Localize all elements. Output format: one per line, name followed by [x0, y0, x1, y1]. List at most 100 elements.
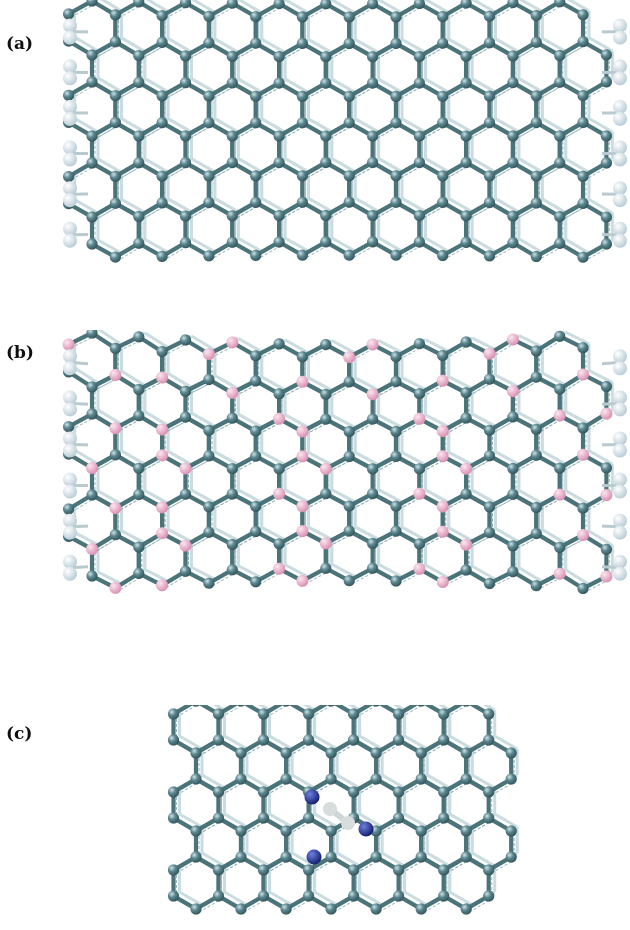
hydrogen-atom: [63, 431, 77, 446]
carbon-atom: [460, 747, 472, 759]
carbon-atom: [390, 450, 402, 462]
carbon-atom: [156, 250, 168, 262]
atoms: [62, 330, 613, 595]
carbon-atom: [370, 851, 382, 863]
carbon-atom: [325, 851, 337, 863]
carbon-atom: [203, 501, 215, 513]
carbon-atom: [530, 371, 542, 383]
carbon-atom: [393, 734, 405, 746]
dopant-atom: [319, 537, 332, 550]
carbon-atom: [203, 450, 215, 462]
carbon-atom: [190, 825, 202, 837]
carbon-atom: [530, 345, 542, 357]
carbon-atom: [460, 564, 472, 576]
carbon-atom: [483, 526, 496, 539]
carbon-atom: [273, 538, 285, 550]
carbon-atom: [530, 250, 542, 263]
dopant-atom: [86, 462, 98, 474]
carbon-atom: [530, 501, 542, 514]
carbon-atom: [250, 37, 262, 49]
dopant-atom: [436, 450, 449, 463]
dopant-atom: [506, 385, 519, 398]
carbon-atom: [190, 903, 202, 915]
hydrogen-atom: [63, 472, 77, 487]
hydrogen-atom: [63, 361, 77, 376]
carbon-atom: [483, 786, 495, 798]
carbon-atom: [413, 51, 425, 63]
carbon-atom: [109, 449, 121, 461]
carbon-atom: [530, 90, 542, 102]
carbon-atom: [226, 488, 238, 500]
hydrogen-atom: [63, 99, 77, 114]
carbon-atom: [327, 705, 336, 707]
ring-outlines: [71, 335, 610, 593]
carbon-atom: [280, 851, 292, 863]
carbon-atom: [250, 196, 262, 208]
carbon-atom: [483, 424, 496, 436]
hydrogen-atom: [613, 152, 627, 167]
hydrogen-atom: [613, 111, 627, 126]
carbon-atom: [320, 562, 332, 574]
carbon-atom: [413, 210, 425, 222]
carbon-atom: [303, 812, 315, 824]
carbon-atom: [577, 251, 589, 263]
dopant-atom: [179, 462, 192, 475]
carbon-atom: [460, 210, 472, 222]
carbon-atom: [507, 130, 519, 142]
dopant-atom: [86, 543, 98, 555]
dopant-atom: [109, 422, 122, 435]
carbon-atom: [460, 825, 472, 837]
carbon-atom: [179, 77, 192, 89]
carbon-atom: [348, 708, 360, 720]
hydrogen-atom: [63, 221, 77, 236]
carbon-atom: [273, 388, 285, 400]
carbon-atom: [320, 77, 332, 89]
carbon-atom: [437, 170, 449, 182]
carbon-atom: [212, 734, 225, 746]
carbon-atom: [554, 76, 566, 88]
dopant-atom: [156, 371, 169, 384]
carbon-atom: [325, 903, 337, 915]
carbon-atom: [390, 90, 402, 102]
carbon-atom: [273, 236, 285, 248]
dopant-atom: [366, 388, 379, 401]
carbon-atom: [390, 351, 402, 363]
carbon-atom: [250, 11, 262, 23]
carbon-atom: [133, 237, 145, 249]
carbon-atom: [438, 708, 450, 720]
carbon-atom: [415, 851, 427, 863]
hydrogen-atom: [63, 30, 77, 45]
carbon-atom: [505, 851, 517, 863]
carbon-atom: [437, 349, 449, 362]
hydrogen-atom: [613, 18, 627, 33]
carbon-atom: [226, 157, 238, 169]
carbon-atom: [320, 488, 332, 500]
carbon-atom: [393, 786, 405, 798]
carbon-atom: [343, 37, 355, 50]
carbon-atom: [343, 450, 355, 463]
carbon-atom: [179, 334, 192, 346]
dopant-atom: [600, 489, 613, 502]
carbon-atom: [483, 373, 496, 385]
carbon-atom: [167, 890, 180, 902]
dopant-atom: [436, 374, 449, 387]
carbon-atom: [167, 786, 180, 798]
nitrogen-atom: [304, 789, 320, 805]
hydrogen-atom: [613, 99, 627, 114]
carbon-atom: [325, 825, 337, 837]
dopant-atom: [296, 375, 309, 388]
carbon-atom: [530, 10, 542, 22]
carbon-atom: [226, 236, 238, 248]
carbon-atom: [133, 383, 145, 396]
dopant-atom: [62, 338, 75, 351]
carbon-atom: [483, 450, 496, 462]
carbon-atom: [63, 171, 75, 183]
carbon-atom: [343, 170, 355, 182]
dopant-atom: [109, 369, 122, 381]
carbon-atom: [348, 786, 360, 798]
carbon-atom: [415, 747, 427, 759]
carbon-atom: [167, 864, 180, 876]
carbon-atom: [554, 330, 566, 342]
carbon-atom: [109, 36, 121, 48]
hydrogen-atom: [63, 18, 77, 33]
